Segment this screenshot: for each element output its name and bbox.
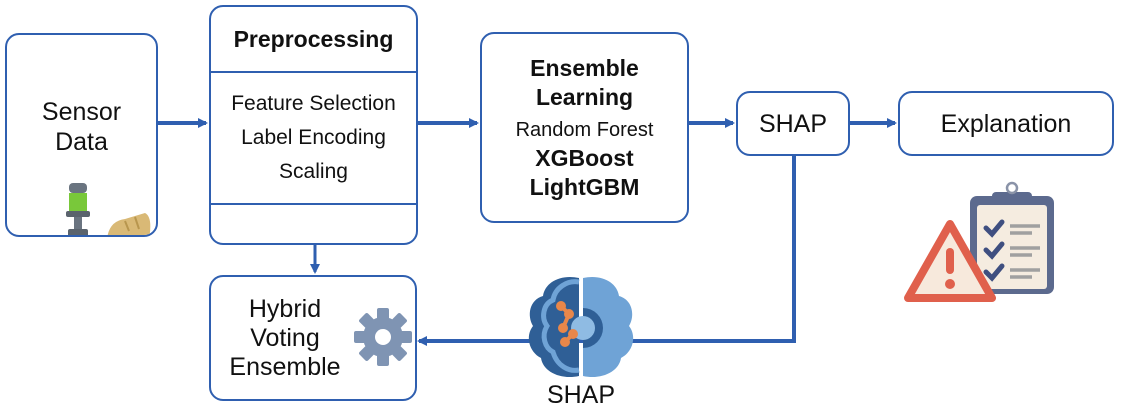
shap-label: SHAP: [758, 109, 828, 138]
ensemble-title-line2: Learning: [535, 83, 634, 110]
explanation-box[interactable]: Explanation: [898, 91, 1114, 156]
ensemble-learning-box[interactable]: Ensemble Learning Random Forest XGBoost …: [480, 32, 689, 223]
sensor-data-box[interactable]: Sensor Data: [5, 33, 158, 237]
shap-box[interactable]: SHAP: [736, 91, 850, 156]
signal-tower-icon: [66, 183, 151, 235]
clipboard-warning-icon: [904, 181, 1054, 302]
step-label-encoding: Label Encoding: [241, 126, 386, 149]
preprocessing-title: Preprocessing: [211, 7, 416, 73]
hybrid-label: Hybrid Voting Ensemble: [211, 277, 359, 399]
model-xgboost: XGBoost: [535, 144, 634, 171]
hybrid-line3: Ensemble: [229, 352, 341, 381]
model-random-forest: Random Forest: [515, 118, 654, 141]
hybrid-line1: Hybrid: [248, 294, 322, 323]
explanation-label: Explanation: [940, 109, 1072, 138]
hybrid-voting-ensemble-box[interactable]: Hybrid Voting Ensemble: [209, 275, 417, 401]
step-scaling: Scaling: [279, 160, 348, 183]
ensemble-title-line1: Ensemble: [530, 54, 639, 81]
gear-icon: [354, 308, 412, 366]
model-lightgbm: LightGBM: [529, 173, 640, 200]
shap-brain-label: SHAP: [546, 381, 616, 409]
sensor-data-label-line1: Sensor: [41, 98, 122, 126]
step-feature-selection: Feature Selection: [231, 92, 396, 115]
sensor-data-label-line2: Data: [55, 128, 108, 156]
hybrid-line2: Voting: [250, 323, 320, 352]
preprocessing-steps: Feature Selection Label Encoding Scaling: [211, 73, 416, 205]
preprocessing-box[interactable]: Preprocessing Feature Selection Label En…: [209, 5, 418, 245]
brain-icon: [528, 276, 634, 378]
